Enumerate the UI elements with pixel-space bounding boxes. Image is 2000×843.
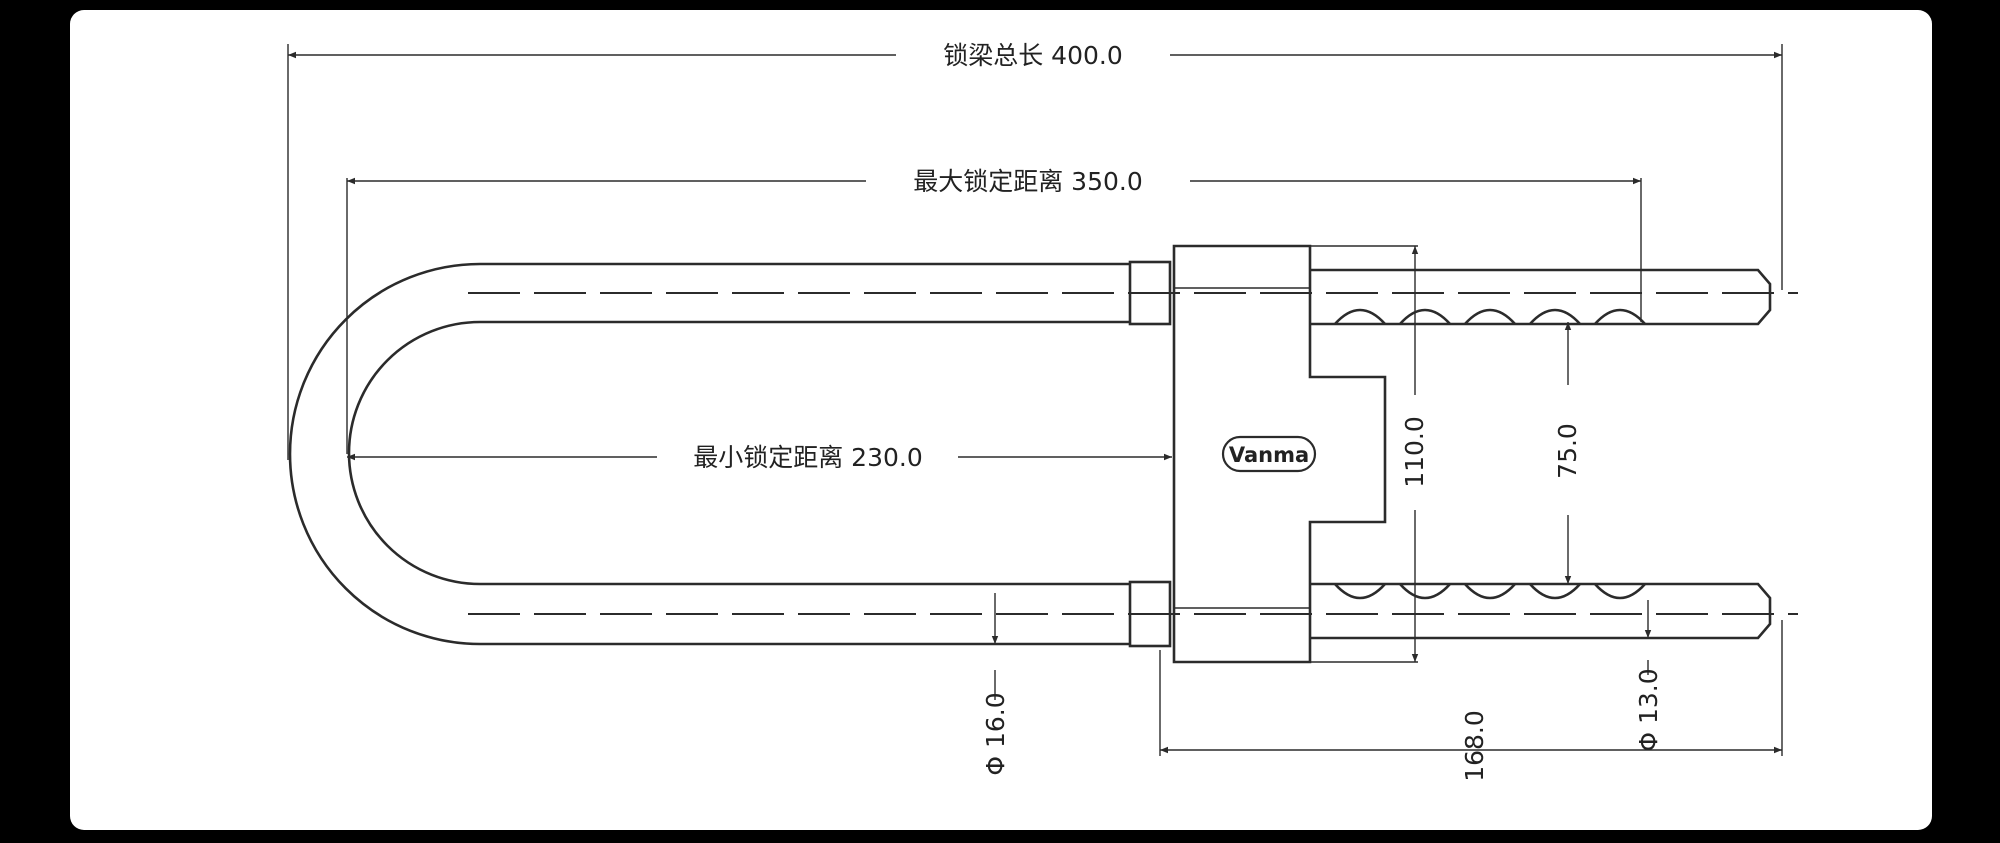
- dim-shackle-diameter: Φ 16.0: [981, 593, 1010, 776]
- dim-tip-diameter: Φ 13.0: [1634, 600, 1663, 752]
- dim-bar-length: 168.0: [1159, 620, 1783, 782]
- dim-body-height-label: 110.0: [1400, 416, 1429, 488]
- dim-shackle-spacing: 75.0: [1553, 322, 1582, 584]
- dim-max-locking-label: 最大锁定距离 350.0: [913, 167, 1143, 196]
- dim-total-length: 锁梁总长 400.0: [287, 41, 1783, 460]
- dim-shackle-spacing-label: 75.0: [1553, 423, 1582, 479]
- locking-bar-upper: [1310, 268, 1772, 326]
- dim-bar-length-label: 168.0: [1460, 710, 1489, 782]
- lock-body: Vanma: [1172, 244, 1387, 664]
- locking-bar-lower: [1310, 582, 1772, 640]
- dim-shackle-diameter-label: Φ 16.0: [981, 692, 1010, 775]
- dim-max-locking: 最大锁定距离 350.0: [346, 167, 1642, 454]
- dim-min-locking: 最小锁定距离 230.0: [347, 443, 1172, 472]
- drawing-panel: Vanma 锁梁总长 400.0 最大锁定距离 350.0 最小锁定距离 230…: [70, 10, 1932, 830]
- brand-badge: [1221, 435, 1317, 473]
- center-lines: [468, 292, 1798, 615]
- brand-label: Vanma: [1229, 443, 1309, 467]
- lock-technical-drawing: Vanma 锁梁总长 400.0 最大锁定距离 350.0 最小锁定距离 230…: [287, 41, 1798, 782]
- dim-min-locking-label: 最小锁定距离 230.0: [693, 443, 923, 472]
- dim-body-height: 110.0: [1310, 245, 1429, 663]
- dim-tip-diameter-label: Φ 13.0: [1634, 668, 1663, 751]
- dim-total-length-label: 锁梁总长 400.0: [943, 41, 1123, 70]
